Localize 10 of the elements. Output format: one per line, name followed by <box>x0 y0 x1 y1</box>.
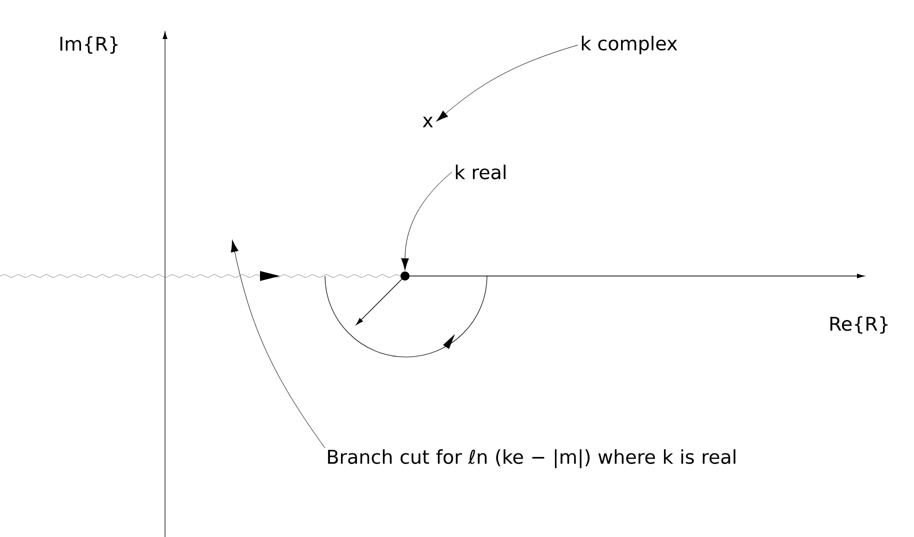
cross-mark: x <box>422 116 433 128</box>
annotation-text: Branch cut for ℓn (ke − |m|) where k is real <box>328 449 736 468</box>
axis-label: Im{R} <box>60 36 118 54</box>
k-complex-label: k complex <box>582 36 678 54</box>
k-real-label: k real <box>456 164 506 180</box>
leader-line <box>401 172 452 270</box>
point-dot <box>400 272 410 280</box>
axis-label: Re{R} <box>830 316 888 334</box>
leader-line <box>230 240 326 448</box>
leader-line <box>436 44 578 122</box>
